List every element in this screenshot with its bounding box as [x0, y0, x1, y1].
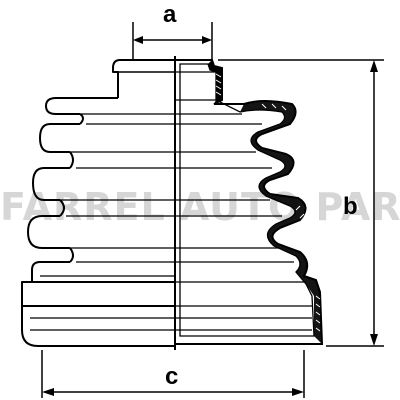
dimension-c [41, 350, 305, 398]
dimension-c-label: c [165, 363, 178, 390]
dimension-a-label: a [163, 1, 177, 28]
dimension-b [218, 59, 384, 347]
watermark: FARREL AUTO PARTS [0, 185, 400, 229]
dimension-a [132, 22, 213, 60]
boot-section-right [174, 59, 324, 345]
dimension-b-label: b [343, 193, 358, 220]
boot-inner-lines-left [30, 113, 175, 331]
boot-outline-left [21, 59, 175, 347]
